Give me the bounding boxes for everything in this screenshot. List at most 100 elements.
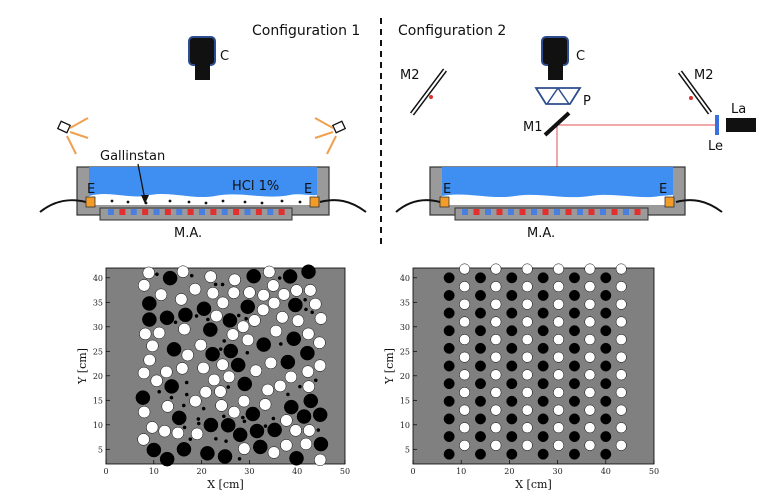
x-axis-label: X [cm] <box>207 478 244 491</box>
particle-black <box>443 307 455 319</box>
magnet <box>187 209 194 215</box>
particle-white <box>216 296 230 309</box>
particle-white <box>553 404 565 416</box>
particle-white <box>459 387 471 398</box>
particle-black <box>475 378 486 390</box>
particle-black <box>506 360 518 372</box>
particle-white <box>615 263 627 275</box>
particle-white <box>615 439 627 451</box>
prism-icon <box>534 87 582 105</box>
particle-white <box>553 439 565 451</box>
particle-small <box>245 350 250 355</box>
gallinstan-drop <box>298 200 302 204</box>
particle-black <box>282 269 298 284</box>
particle-white <box>490 387 502 398</box>
particle-black <box>135 390 151 405</box>
particle-small <box>218 347 223 351</box>
electrode-right-2 <box>664 196 675 208</box>
particle-black <box>475 289 486 301</box>
magnet <box>485 209 491 215</box>
particle-white <box>175 293 188 306</box>
particle-black <box>223 343 239 359</box>
particle-white <box>615 369 627 381</box>
particle-white <box>152 326 166 340</box>
particle-white <box>277 288 291 301</box>
particle-small <box>169 395 174 400</box>
y-axis-label: Y [cm] <box>76 348 89 385</box>
x-tick-label: 30 <box>244 467 254 476</box>
y-tick-label: 5 <box>98 445 103 454</box>
laser-label: La <box>731 102 746 117</box>
particle-small <box>173 320 178 325</box>
x-tick-label: 0 <box>410 467 415 476</box>
config2-setup: C P M2 M2 M1 Le La <box>395 36 756 241</box>
particle-white <box>210 309 223 323</box>
particle-black <box>443 395 455 407</box>
particle-black <box>600 448 612 460</box>
laser-icon <box>726 118 756 132</box>
config2-title: Configuration 2 <box>398 23 506 39</box>
x-tick-label: 10 <box>456 467 466 476</box>
particle-small <box>196 421 201 426</box>
gallinstan-drop <box>168 199 172 203</box>
particle-white <box>197 361 210 375</box>
particle-black <box>600 360 612 372</box>
particle-white <box>553 351 565 363</box>
lens-label: Le <box>708 139 723 154</box>
particle-white <box>290 284 303 297</box>
x-tick-label: 0 <box>103 467 108 476</box>
particle-small <box>263 424 268 428</box>
particle-white <box>206 287 220 300</box>
particle-white <box>615 281 627 293</box>
magnet <box>577 209 583 215</box>
lamp-left-icon <box>56 117 89 155</box>
particle-black <box>288 297 303 313</box>
particle-small <box>244 316 248 321</box>
particle-black <box>569 325 580 337</box>
particle-small <box>278 342 283 346</box>
y-tick-label: 30 <box>93 323 103 332</box>
particle-white <box>521 351 533 363</box>
particle-white <box>309 297 322 311</box>
particle-small <box>242 419 247 424</box>
container-2 <box>395 166 723 221</box>
magnet <box>542 209 549 215</box>
particle-white <box>248 314 261 327</box>
electrode-label-right-1: E <box>304 182 312 197</box>
particle-black <box>267 422 282 438</box>
particle-white <box>459 263 471 275</box>
particle-white <box>199 385 212 399</box>
particle-white <box>584 422 596 434</box>
particle-black <box>600 289 612 301</box>
particle-white <box>490 298 502 310</box>
particle-white <box>490 369 502 381</box>
particle-white <box>521 263 533 275</box>
particle-black <box>537 325 549 337</box>
magnet <box>119 209 126 215</box>
magnet <box>130 209 137 215</box>
magnet <box>244 209 251 215</box>
particle-black <box>600 325 612 337</box>
particle-white <box>189 394 202 408</box>
particle-black <box>569 307 580 319</box>
particle-white <box>267 296 281 310</box>
particle-white <box>142 266 155 279</box>
particle-white <box>289 424 302 437</box>
particle-black <box>506 395 518 407</box>
particle-black <box>475 342 486 354</box>
particle-white <box>137 279 151 292</box>
particle-white <box>490 439 502 451</box>
electrode-label-left-1: E <box>87 182 95 197</box>
magnet <box>600 209 606 215</box>
y-tick-label: 10 <box>400 421 410 430</box>
acid-label: HCl 1% <box>232 179 279 194</box>
particle-white <box>584 263 596 275</box>
particle-black <box>569 395 580 407</box>
particle-black <box>443 325 455 337</box>
particle-white <box>243 286 256 299</box>
particle-black <box>289 450 304 466</box>
particle-white <box>302 327 315 341</box>
particle-small <box>271 416 276 421</box>
particle-black <box>506 431 518 443</box>
